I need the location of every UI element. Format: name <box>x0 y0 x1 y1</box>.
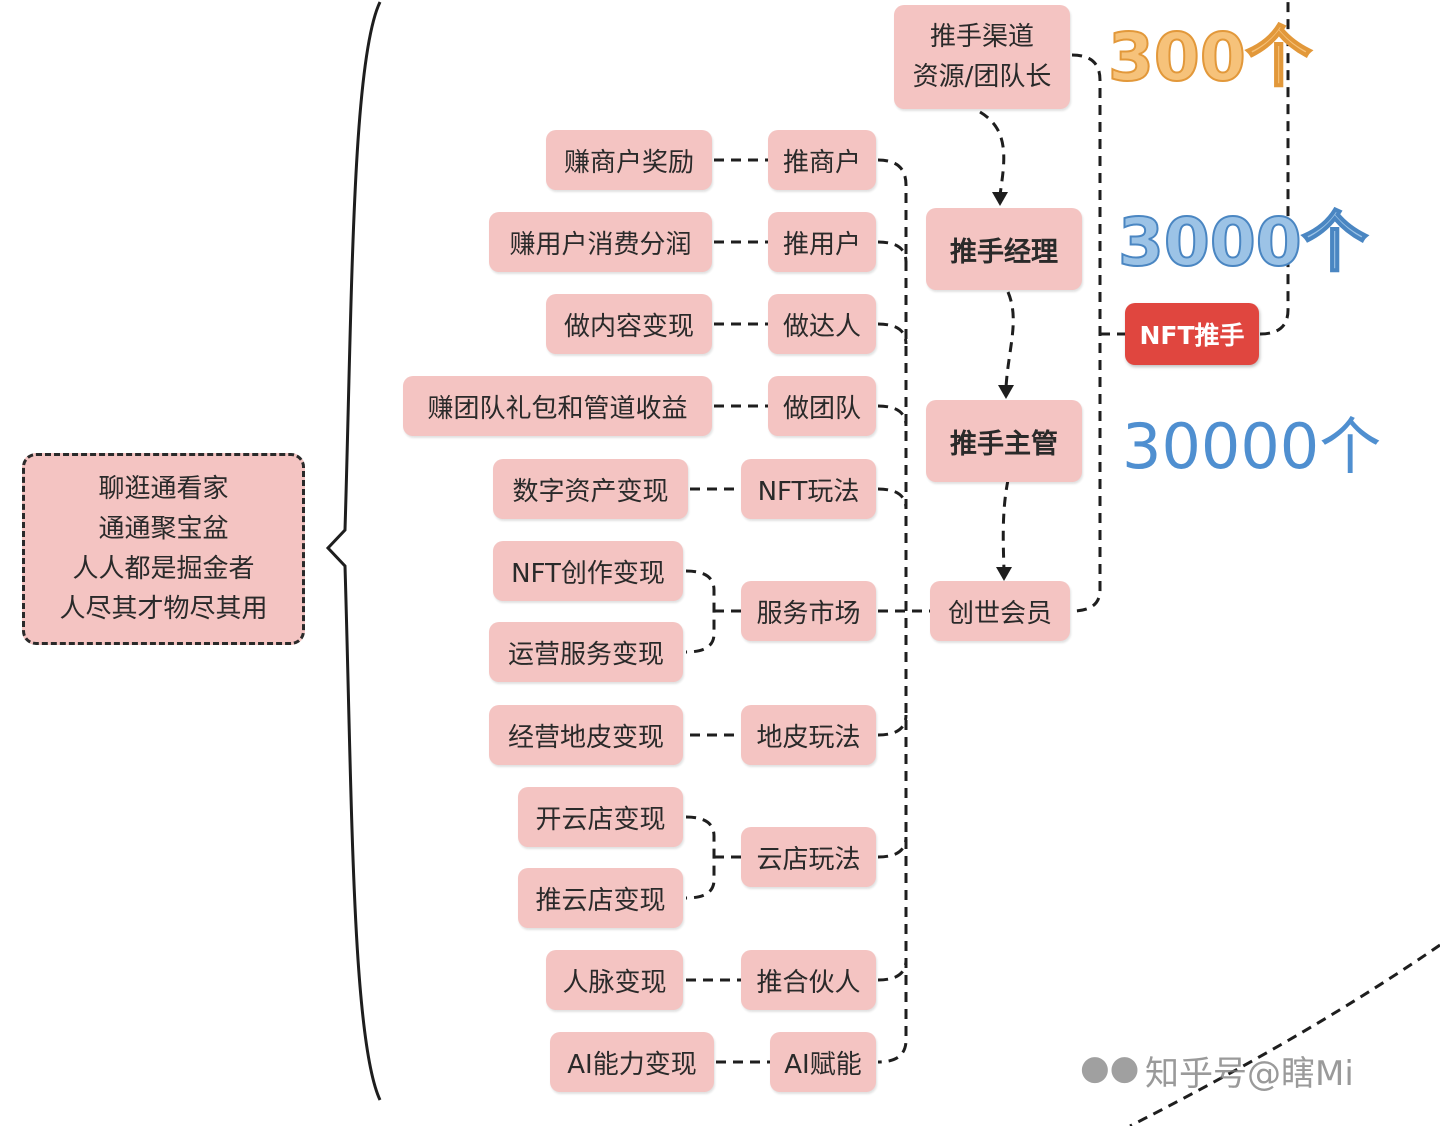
hierarchy-channel-box: 推手渠道 资源/团队长 <box>894 5 1070 109</box>
root-slogan-box: 聊逛通看家 通通聚宝盆 人人都是掘金者 人尽其才物尽其用 <box>22 453 305 645</box>
count-3000: 3000个 <box>1117 204 1369 281</box>
hierarchy-supervisor-box: 推手主管 <box>926 400 1082 482</box>
benefit-operation-service: 运营服务变现 <box>489 622 683 682</box>
root-line-2: 通通聚宝盆 <box>98 514 229 544</box>
action-push-partner: 推合伙人 <box>741 950 876 1010</box>
count-30000: 30000个 <box>1122 410 1382 483</box>
nft-pusher-badge: NFT推手 <box>1125 303 1259 365</box>
watermark-text: 知乎号@瞎Mi <box>1145 1054 1354 1094</box>
benefit-land: 经营地皮变现 <box>489 705 683 765</box>
hierarchy-channel-line-1: 推手渠道 <box>929 22 1034 52</box>
benefit-ai-ability: AI能力变现 <box>550 1032 714 1092</box>
hierarchy-manager-box: 推手经理 <box>926 208 1082 290</box>
action-push-merchant: 推商户 <box>768 130 876 190</box>
hierarchy-member-box: 创世会员 <box>930 581 1070 641</box>
benefit-user-profit: 赚用户消费分润 <box>489 212 712 272</box>
action-land-play: 地皮玩法 <box>741 705 876 765</box>
wechat-icon: ●● <box>1080 1048 1140 1088</box>
action-push-user: 推用户 <box>768 212 876 272</box>
root-brace <box>325 1 382 1101</box>
action-nft-play: NFT玩法 <box>741 459 876 519</box>
hierarchy-channel-line-2: 资源/团队长 <box>912 62 1052 92</box>
benefit-nft-creation: NFT创作变现 <box>493 541 683 601</box>
root-line-4: 人尽其才物尽其用 <box>59 594 268 624</box>
benefit-content: 做内容变现 <box>546 294 712 354</box>
action-ai-empower: AI赋能 <box>770 1032 876 1092</box>
action-service-market: 服务市场 <box>741 581 876 641</box>
root-line-3: 人人都是掘金者 <box>72 554 255 584</box>
root-line-1: 聊逛通看家 <box>98 474 229 504</box>
benefit-connections: 人脉变现 <box>546 950 683 1010</box>
action-build-team: 做团队 <box>768 376 876 436</box>
count-300: 300个 <box>1107 19 1313 96</box>
benefit-digital-asset: 数字资产变现 <box>493 459 688 519</box>
action-cloud-store-play: 云店玩法 <box>741 827 876 887</box>
benefit-team-gift: 赚团队礼包和管道收益 <box>403 376 712 436</box>
action-be-influencer: 做达人 <box>768 294 876 354</box>
benefit-open-cloud-store: 开云店变现 <box>518 787 683 847</box>
benefit-push-cloud-store: 推云店变现 <box>518 868 683 928</box>
benefit-merchant-reward: 赚商户奖励 <box>546 130 712 190</box>
